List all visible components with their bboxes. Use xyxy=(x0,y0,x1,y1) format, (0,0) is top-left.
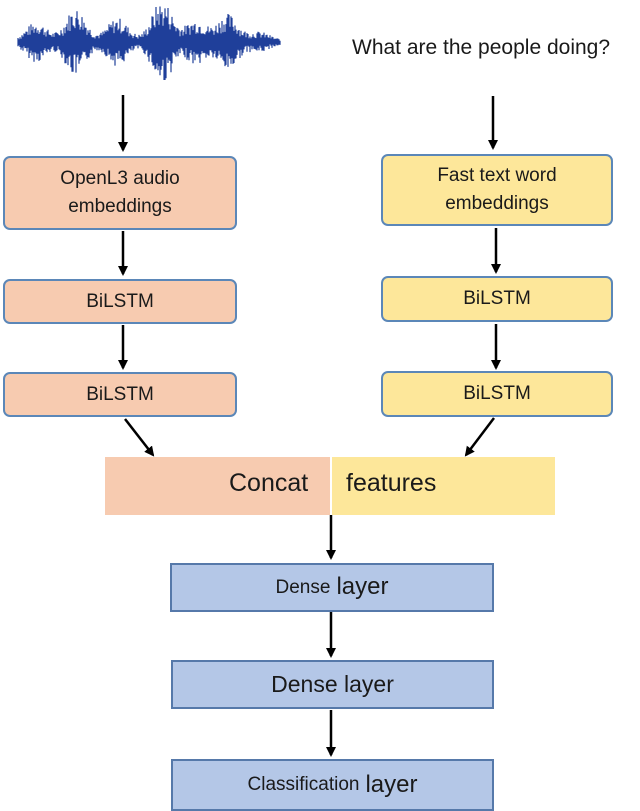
classification-word: Classification xyxy=(247,774,360,796)
concat-text-half xyxy=(332,457,555,515)
classification-layer-box: Classification layer xyxy=(171,759,494,811)
fasttext-word-embeddings-box: Fast text word embeddings xyxy=(381,154,613,226)
text-embed-line1: Fast text word xyxy=(437,165,557,187)
concat-label: Concat xyxy=(229,469,309,497)
audio-embed-line2: embeddings xyxy=(68,196,172,217)
openl3-audio-embeddings-box: OpenL3 audio embeddings xyxy=(3,156,237,230)
concat-audio-half xyxy=(105,457,330,515)
arrow-audio-lstm2-to-concat xyxy=(124,418,155,457)
question-text: What are the people doing? xyxy=(352,36,611,59)
text-bilstm-2-box: BiLSTM xyxy=(381,371,613,417)
arrow-text-lstm2-to-concat xyxy=(464,417,495,457)
classification-layer-word: layer xyxy=(365,770,418,798)
dense-layer-1-box: Dense layer xyxy=(170,563,494,612)
text-bilstm-1-box: BiLSTM xyxy=(381,276,613,322)
audio-bilstm-2-box: BiLSTM xyxy=(3,372,237,417)
audio-embed-line1: OpenL3 audio xyxy=(60,168,180,190)
audio-bilstm-1-box: BiLSTM xyxy=(3,279,237,324)
text-embed-line2: embeddings xyxy=(445,193,549,214)
dense-layer-2-box: Dense layer xyxy=(171,660,494,709)
dense1-word: Dense xyxy=(275,576,331,598)
waveform-trace xyxy=(17,6,281,80)
dense1-layer-word: layer xyxy=(336,573,389,601)
features-label: features xyxy=(346,469,437,497)
audio-waveform-icon xyxy=(17,6,281,80)
